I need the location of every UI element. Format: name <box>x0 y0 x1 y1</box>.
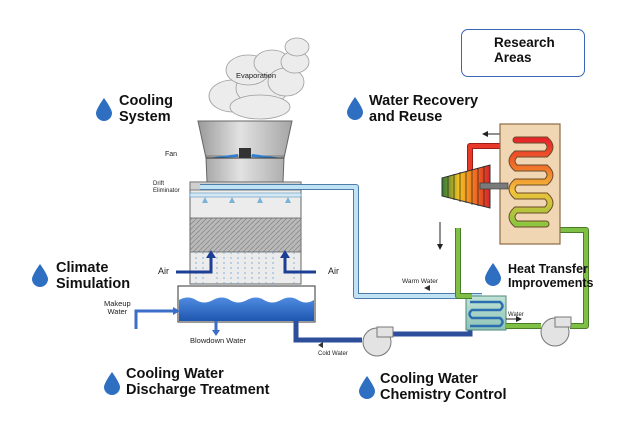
label-fan: Fan <box>165 151 178 158</box>
label-air-right: Air <box>328 266 339 276</box>
label-air-left: Air <box>158 266 169 276</box>
label-cooling-system: Cooling System <box>119 93 173 125</box>
fill-media <box>189 217 302 253</box>
makeup-water-pipe <box>134 309 176 329</box>
steam-cycle-pipe <box>455 227 589 329</box>
label-makeup-water: Makeup Water <box>104 299 131 317</box>
steam-cycle-pump-icon <box>540 316 572 347</box>
label-cold-water: Cold Water <box>318 351 348 357</box>
air-inlet-arrows <box>176 256 316 274</box>
legend-title: Research Areas <box>494 35 555 65</box>
cold-water-pipe <box>293 321 362 343</box>
turbine <box>441 164 509 209</box>
evaporation-cloud <box>208 37 310 120</box>
fan-icon <box>206 148 284 159</box>
label-water: Water <box>508 312 524 318</box>
label-chemistry-control: Cooling Water Chemistry Control <box>380 371 507 403</box>
boiler <box>499 123 561 245</box>
label-climate-simulation: Climate Simulation <box>56 260 131 292</box>
label-evaporation: Evaporation <box>236 71 277 80</box>
label-heat-transfer: Heat Transfer Improvements <box>508 262 594 290</box>
label-water-recovery: Water Recovery and Reuse <box>369 93 479 125</box>
label-blowdown-water: Blowdown Water <box>190 336 246 345</box>
research-areas-legend <box>461 29 585 77</box>
label-discharge-treatment: Cooling Water Discharge Treatment <box>126 366 270 398</box>
label-drift-eliminator: Drift Eliminator <box>153 181 180 194</box>
cold-water-pump-icon <box>362 326 394 357</box>
label-warm-water: Warm Water <box>402 278 438 285</box>
